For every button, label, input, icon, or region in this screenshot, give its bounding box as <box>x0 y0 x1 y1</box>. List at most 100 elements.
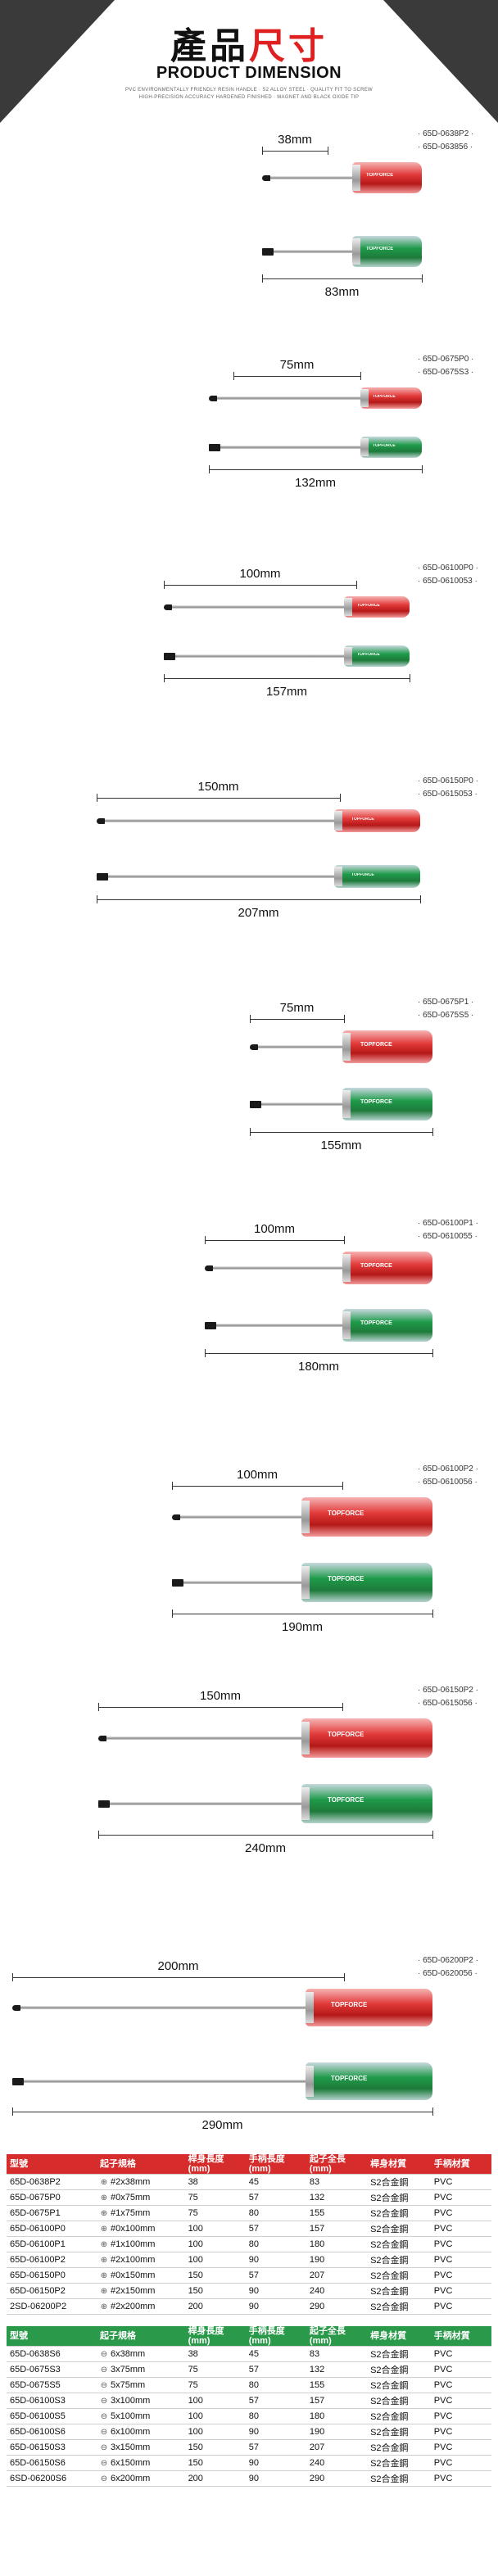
handle-ferrule <box>352 238 360 265</box>
page-title: 產品尺寸 <box>170 25 328 67</box>
handle-ferrule <box>342 1311 351 1339</box>
column-header: 起子全長 (mm) <box>306 2154 368 2175</box>
table-cell: ⊖3x150mm <box>96 2439 185 2456</box>
total-dimension-line <box>97 899 420 900</box>
screwdriver-handle: TOPFORCE <box>360 387 422 409</box>
screwdriver-handle: TOPFORCE <box>342 1309 432 1342</box>
table-cell: 57 <box>245 2361 306 2378</box>
screwdriver-shaft <box>103 1736 305 1740</box>
table-cell: ⊕#2x38mm <box>96 2174 185 2190</box>
dimension-tick <box>360 372 361 380</box>
screwdriver-handle: TOPFORCE <box>306 1989 432 2026</box>
column-header: 桿身材質 <box>367 2154 431 2175</box>
table-cell: S2合金鋼 <box>367 2236 431 2252</box>
screwdriver-handle: TOPFORCE <box>360 437 422 458</box>
table-cell: 190 <box>306 2424 368 2440</box>
phillips-tip-icon: ⊕ <box>100 2225 108 2234</box>
phillips-screwdriver: TOPFORCE <box>262 162 422 193</box>
spec-value: #0x75mm <box>110 2193 151 2203</box>
column-header: 桿身長度 (mm) <box>184 2326 246 2347</box>
table-cell: S2合金鋼 <box>367 2470 431 2487</box>
table-cell: 65D-0675S5 <box>7 2377 97 2393</box>
table-cell: 65D-0675S3 <box>7 2361 97 2378</box>
table-cell: 240 <box>306 2283 368 2299</box>
table-cell: 57 <box>245 2439 306 2456</box>
page-subtitle: PRODUCT DIMENSION <box>156 64 342 82</box>
dimension-tick <box>356 581 357 589</box>
total-length-label: 83mm <box>324 285 360 299</box>
blade-dimension-line <box>98 1707 342 1708</box>
slotted-tip <box>209 443 220 451</box>
table-cell: S2合金鋼 <box>367 2189 431 2206</box>
slotted-screwdriver: TOPFORCE <box>164 645 410 667</box>
table-cell: ⊖3x75mm <box>96 2361 185 2378</box>
dimension-section: 75mm· 65D-0675P0 ·· 65D-0675S3 ·TOPFORCE… <box>0 348 498 569</box>
blade-dimension-line <box>12 1977 344 1978</box>
phillips-screwdriver: TOPFORCE <box>250 1030 432 1063</box>
table-cell: 65D-06150P0 <box>7 2267 97 2284</box>
dimension-tick <box>342 1482 343 1490</box>
handle-ferrule <box>344 598 352 616</box>
header-description-1: PVC ENVIRONMENTALLY FRIENDLY RESIN HANDL… <box>124 88 374 93</box>
table-cell: S2合金鋼 <box>367 2221 431 2237</box>
column-header: 桿身長度 (mm) <box>184 2154 246 2175</box>
table-cell: 80 <box>245 2205 306 2221</box>
handle-ferrule <box>342 1033 351 1061</box>
table-cell: PVC <box>430 2361 491 2378</box>
table-cell: 100 <box>184 2408 246 2424</box>
dimension-tick <box>98 1703 99 1711</box>
spec-value: 6x38mm <box>110 2349 146 2359</box>
table-cell: 38 <box>184 2174 246 2190</box>
slotted-screwdriver: TOPFORCE <box>209 437 422 458</box>
dimension-tick <box>422 465 423 473</box>
total-length-label: 155mm <box>320 1139 362 1152</box>
dimension-section: 200mm· 65D-06200P2 ·· 65D-0620056 ·TOPFO… <box>0 1949 498 2171</box>
column-header: 型號 <box>7 2154 97 2175</box>
table-cell: PVC <box>430 2298 491 2315</box>
model-code: · 65D-0615056 · <box>418 1699 478 1708</box>
dimension-tick <box>262 274 263 283</box>
dimension-section: 100mm· 65D-06100P1 ·· 65D-0610055 ·TOPFO… <box>0 1212 498 1433</box>
model-code: · 65D-06200P2 · <box>418 1956 478 1965</box>
table-cell: ⊕#1x100mm <box>96 2236 185 2252</box>
slotted-tip-icon: ⊖ <box>100 2459 108 2468</box>
phillips-tip <box>172 1514 180 1520</box>
header-description-2: HIGH-PRECISION ACCURACY HARDENED FINISHE… <box>138 95 360 100</box>
blade-length-label: 200mm <box>157 1959 199 1973</box>
slotted-tip <box>262 247 274 256</box>
table-cell: 132 <box>306 2189 368 2206</box>
dimension-tick <box>233 372 234 380</box>
table-cell: S2合金鋼 <box>367 2439 431 2456</box>
slotted-screwdriver: TOPFORCE <box>262 236 422 267</box>
table-cell: 150 <box>184 2439 246 2456</box>
table-cell: S2合金鋼 <box>367 2424 431 2440</box>
table-cell: 90 <box>245 2298 306 2315</box>
table-cell: S2合金鋼 <box>367 2377 431 2393</box>
total-length-label: 132mm <box>294 476 337 490</box>
dimension-tick <box>344 1015 345 1023</box>
phillips-tip <box>205 1265 213 1271</box>
blade-length-label: 100mm <box>253 1222 296 1236</box>
table-cell: PVC <box>430 2346 491 2362</box>
phillips-tip <box>164 604 172 610</box>
slotted-tip <box>250 1100 261 1108</box>
slotted-tip <box>205 1321 216 1329</box>
model-code: · 65D-0675P1 · <box>418 998 474 1007</box>
table-cell: ⊕#0x75mm <box>96 2189 185 2206</box>
table-cell: 180 <box>306 2408 368 2424</box>
table-cell: 190 <box>306 2252 368 2268</box>
phillips-screwdriver: TOPFORCE <box>97 809 420 832</box>
handle-brand-label: TOPFORCE <box>360 1041 392 1048</box>
total-length-label: 180mm <box>297 1360 340 1374</box>
handle-brand-label: TOPFORCE <box>331 2001 368 2008</box>
dimension-tick <box>342 1703 343 1711</box>
header-decor-left <box>0 0 115 123</box>
handle-brand-label: TOPFORCE <box>328 1576 364 1583</box>
table-cell: PVC <box>430 2252 491 2268</box>
table-cell: PVC <box>430 2455 491 2471</box>
table-cell: S2合金鋼 <box>367 2267 431 2284</box>
